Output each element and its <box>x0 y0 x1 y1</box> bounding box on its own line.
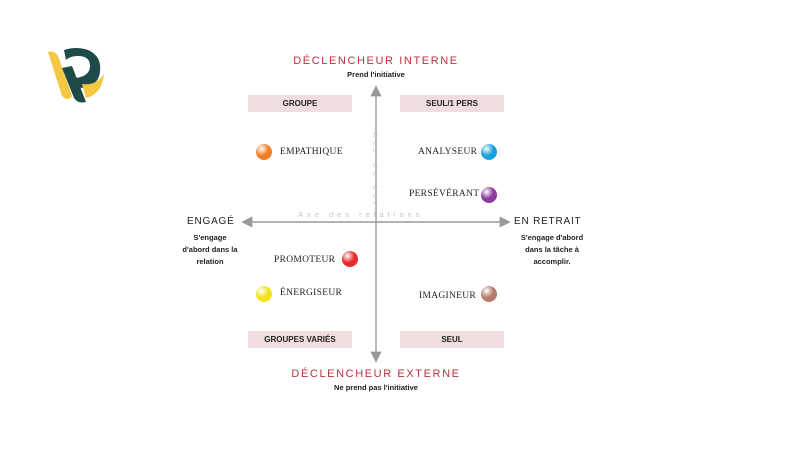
right-pole-title: EN RETRAIT <box>514 216 582 227</box>
brand-logo-icon <box>48 48 104 103</box>
top-pole-subtitle: Prend l'initiative <box>347 70 405 79</box>
left-pole-title: ENGAGÉ <box>187 216 235 227</box>
horizontal-axis-label: Axe des relations <box>298 210 424 219</box>
bottom-pole-subtitle: Ne prend pas l'initiative <box>334 383 418 392</box>
perseverant-label: PERSÉVÉRANT <box>409 189 480 199</box>
perseverant-dot <box>481 187 497 203</box>
energiseur-dot <box>256 286 272 302</box>
promoteur-label: PROMOTEUR <box>274 255 336 265</box>
imagineur-label: IMAGINEUR <box>419 291 477 301</box>
top-pole-title: DÉCLENCHEUR INTERNE <box>293 55 459 67</box>
vertical-axis-label: Axe du but <box>371 132 380 208</box>
bottom-pole-title: DÉCLENCHEUR EXTERNE <box>291 368 461 380</box>
empathique-label: EMPATHIQUE <box>280 147 343 157</box>
quadrant-top-left: GROUPE <box>248 95 352 112</box>
promoteur-dot <box>342 251 358 267</box>
imagineur-dot <box>481 286 497 302</box>
empathique-dot <box>256 144 272 160</box>
quadrant-top-right: SEUL/1 PERS <box>400 95 504 112</box>
quadrant-bottom-left: GROUPES VARIÉS <box>248 331 352 348</box>
left-pole-desc: S'engage d'abord dans la relation <box>182 233 238 266</box>
energiseur-label: ÉNERGISEUR <box>280 288 343 298</box>
analyseur-label: ANALYSEUR <box>418 147 478 157</box>
right-pole-desc: S'engage d'abord dans la tâche à accompl… <box>520 233 584 266</box>
quadrant-bottom-right: SEUL <box>400 331 504 348</box>
analyseur-dot <box>481 144 497 160</box>
